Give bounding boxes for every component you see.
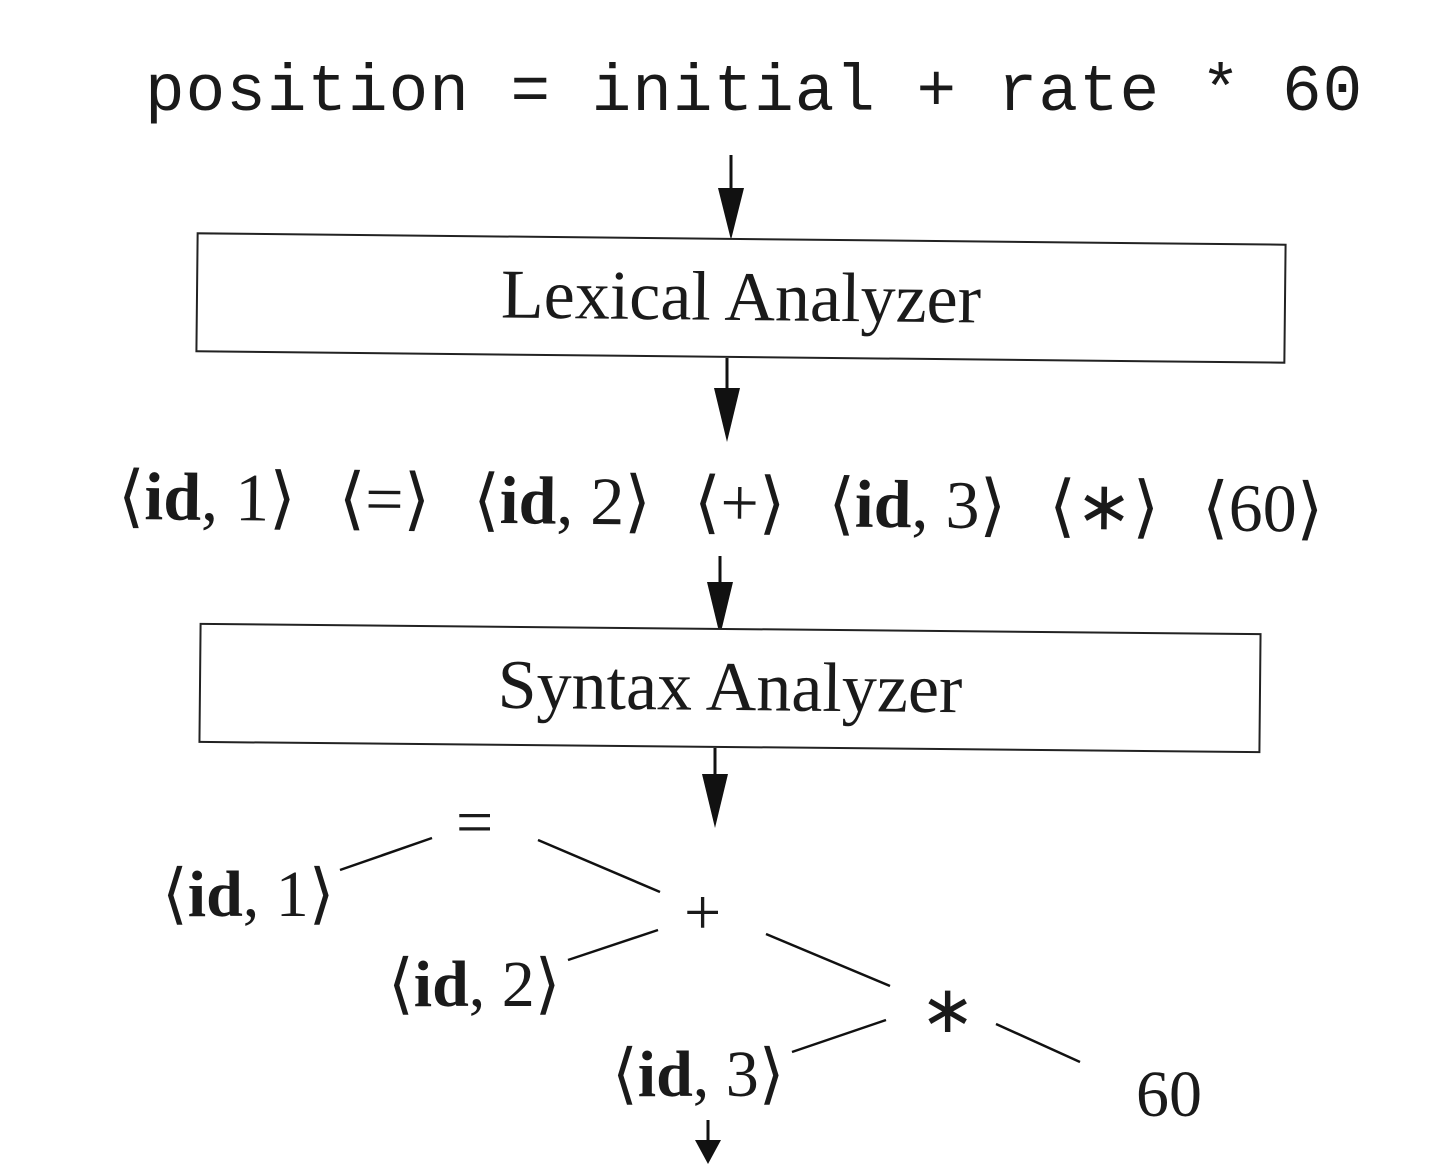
arrow-parser-to-tree <box>702 748 728 828</box>
tree-node-plus: + <box>684 876 722 949</box>
lexical-analyzer-label: Lexical Analyzer <box>500 256 982 339</box>
token: ⟨id, 3⟩ <box>827 465 1007 544</box>
arrow-tree-continue <box>695 1120 721 1164</box>
token: ⟨=⟩ <box>338 460 431 538</box>
arrow-lexer-to-tokens <box>714 358 740 442</box>
edge-plus-id2 <box>567 928 659 962</box>
token: ⟨60⟩ <box>1201 469 1324 547</box>
edge-plus-times <box>765 932 891 988</box>
source-statement: position = initial + rate * 60 <box>145 55 1364 130</box>
token: ⟨∗⟩ <box>1048 467 1160 545</box>
edge-assign-id1 <box>339 836 433 872</box>
syntax-analyzer-box: Syntax Analyzer <box>198 622 1262 754</box>
token-stream: ⟨id, 1⟩ ⟨=⟩ ⟨id, 2⟩ ⟨+⟩ ⟨id, 3⟩ ⟨∗⟩ ⟨60⟩ <box>117 458 1350 547</box>
token: ⟨id, 2⟩ <box>472 461 652 540</box>
token: ⟨+⟩ <box>693 464 786 541</box>
arrow-tokens-to-parser <box>707 556 733 636</box>
tree-node-times: ∗ <box>920 974 976 1047</box>
tree-node-const: 60 <box>1136 1058 1202 1131</box>
lexical-analyzer-box: Lexical Analyzer <box>195 232 1287 364</box>
edge-times-const <box>995 1022 1081 1064</box>
edge-times-id3 <box>791 1018 887 1054</box>
tree-node-assign: = <box>456 786 494 859</box>
tree-node-id2: ⟨id, 2⟩ <box>388 948 561 1021</box>
edge-assign-plus <box>537 838 661 894</box>
token: ⟨id, 1⟩ <box>117 458 297 536</box>
arrow-source-to-lexer <box>718 155 744 240</box>
tree-node-id1: ⟨id, 1⟩ <box>162 858 335 931</box>
syntax-analyzer-label: Syntax Analyzer <box>497 646 963 729</box>
tree-node-id3: ⟨id, 3⟩ <box>612 1038 785 1111</box>
